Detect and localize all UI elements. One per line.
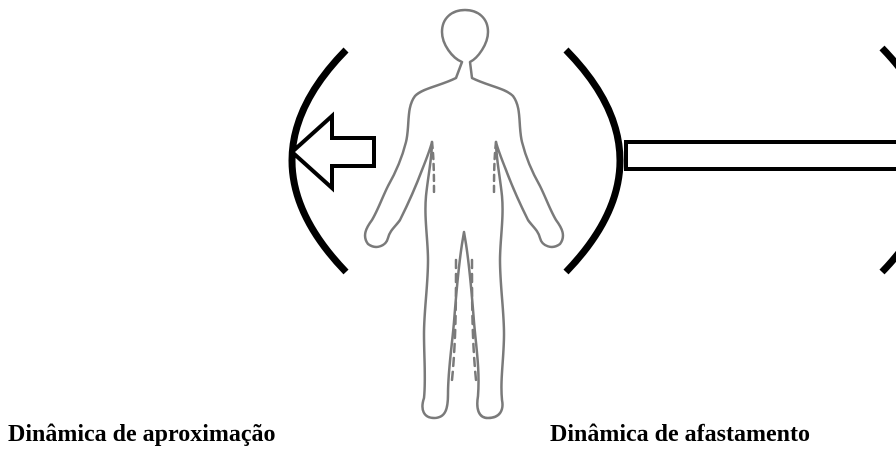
left-arrow-icon bbox=[292, 116, 374, 188]
human-figure-icon bbox=[365, 10, 563, 418]
middle-bracket-arc bbox=[566, 50, 620, 272]
caption-retreat: Dinâmica de afastamento bbox=[550, 420, 810, 448]
caption-approach: Dinâmica de aproximação bbox=[8, 420, 276, 448]
retreat-bar bbox=[626, 142, 896, 169]
